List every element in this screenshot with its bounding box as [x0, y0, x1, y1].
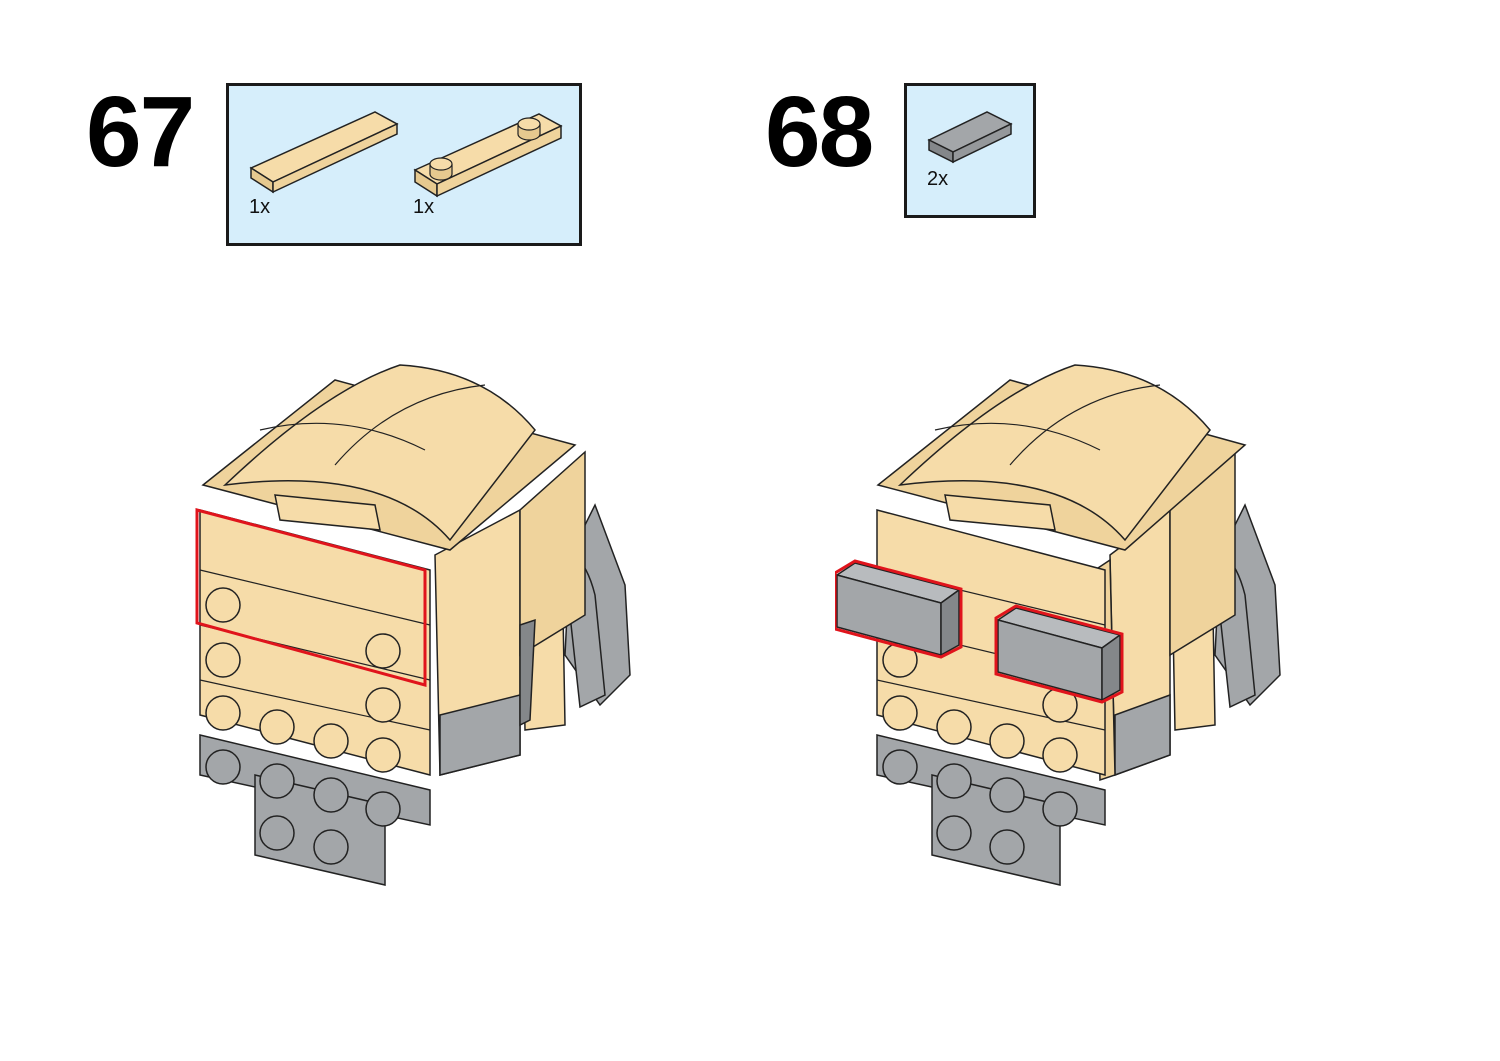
- tan-tile-1x4-icon: [249, 111, 399, 194]
- model-step-68: [835, 364, 1281, 886]
- grey-tile-1x2-icon: [927, 111, 1013, 164]
- head-top-dome: [876, 364, 1247, 551]
- step-number-67: 67: [86, 76, 195, 188]
- step-number-68: 68: [765, 76, 874, 188]
- parts-callout-68: 2x: [904, 83, 1036, 218]
- part-quantity: 1x: [413, 196, 435, 218]
- head-top-dome: [201, 364, 577, 551]
- front-studs: [205, 587, 401, 865]
- part-quantity: 1x: [249, 196, 271, 218]
- tan-plate-1x4-studs-icon: [413, 113, 563, 198]
- head-right-side: [434, 450, 586, 776]
- new-parts-highlight: [195, 508, 427, 687]
- front-studs: [882, 642, 1078, 865]
- new-parts-highlight: [835, 559, 1124, 704]
- model-step-67: [195, 364, 631, 886]
- part-quantity: 2x: [927, 168, 949, 190]
- parts-callout-67: 1x 1x: [226, 83, 582, 246]
